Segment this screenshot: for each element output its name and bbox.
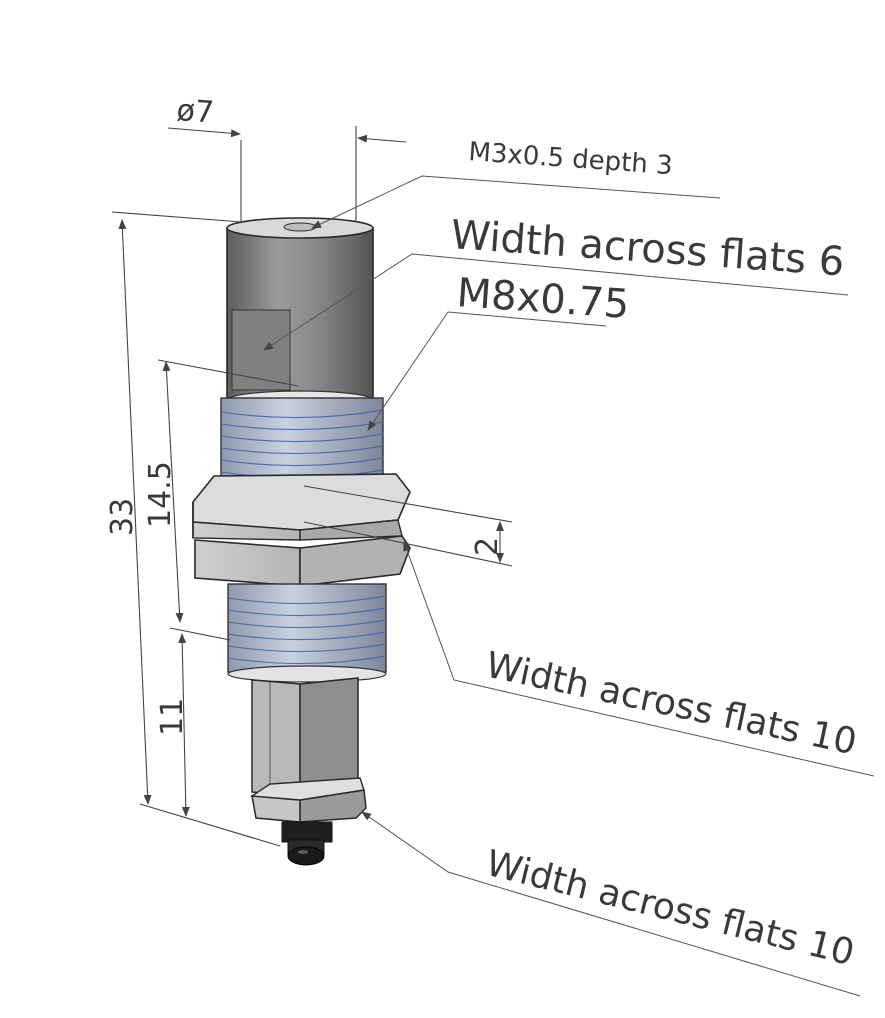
thread-length-dimension: 14.5 [143,359,299,623]
external-thread-label: M8x0.75 [455,270,630,328]
external-thread-callout: M8x0.75 [367,270,631,431]
lower-thread [227,583,387,683]
lower-length-label: 11 [155,698,190,736]
flats-bottom-callout: Width across flats 10 [361,811,861,997]
diameter-label: ø7 [175,93,215,131]
wrench-flat [231,309,291,391]
flats-nut-callout: Width across flats 10 [403,541,875,777]
part-body [192,217,411,866]
overall-length-label: 33 [105,498,140,536]
thread-length-label: 14.5 [143,461,178,528]
lower-hex-shaft [251,677,359,797]
nut-thickness-label: 2 [470,537,505,556]
internal-thread-label: M3x0.5 depth 3 [468,137,674,181]
flats-nut-label: Width across flats 10 [482,645,860,764]
lower-nut [194,535,411,587]
sensor-tip [281,821,333,866]
overall-length-dimension: 33 [105,211,281,847]
flats-bottom-label: Width across flats 10 [482,843,858,974]
internal-thread-callout: M3x0.5 depth 3 [311,137,721,229]
internal-thread-hole [283,222,317,232]
bottom-hex [249,777,367,823]
diameter-dimension: ø7 [167,93,407,222]
lower-length-dimension: 11 [155,627,231,817]
top-cylinder [226,217,374,410]
upper-nut [192,473,411,541]
